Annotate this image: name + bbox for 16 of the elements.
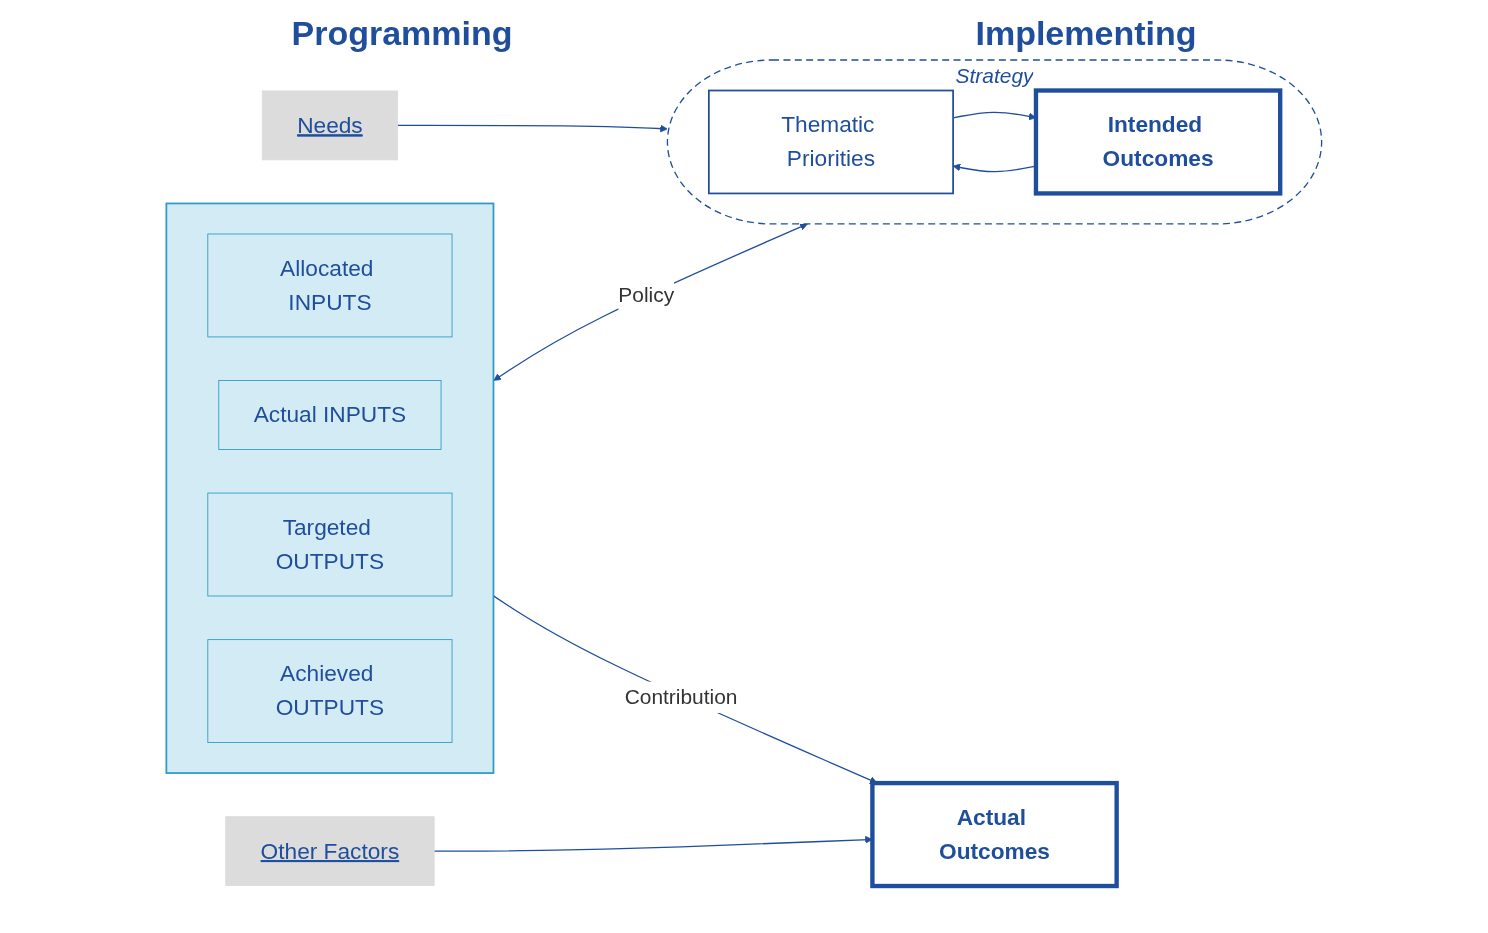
arrow	[396, 124, 668, 133]
node-box: Targeted OUTPUTS	[207, 492, 453, 597]
arrow	[493, 223, 808, 381]
node-box: Actual Outcomes	[870, 780, 1119, 889]
section-heading: Programming	[291, 14, 513, 53]
cluster	[165, 202, 495, 774]
edge-label: Contribution	[624, 685, 738, 709]
edge-label: Policy	[618, 282, 675, 306]
section-heading: Implementing	[975, 14, 1197, 53]
node-box: Allocated INPUTS	[207, 233, 453, 338]
node-box: Actual INPUTS	[218, 380, 442, 450]
node-box: Needs	[261, 90, 399, 161]
node-box: Intended Outcomes	[1033, 88, 1283, 196]
node-box: Other Factors	[225, 816, 435, 887]
node-box: Achieved OUTPUTS	[207, 639, 453, 743]
node-box: Thematic Priorities	[708, 89, 954, 195]
